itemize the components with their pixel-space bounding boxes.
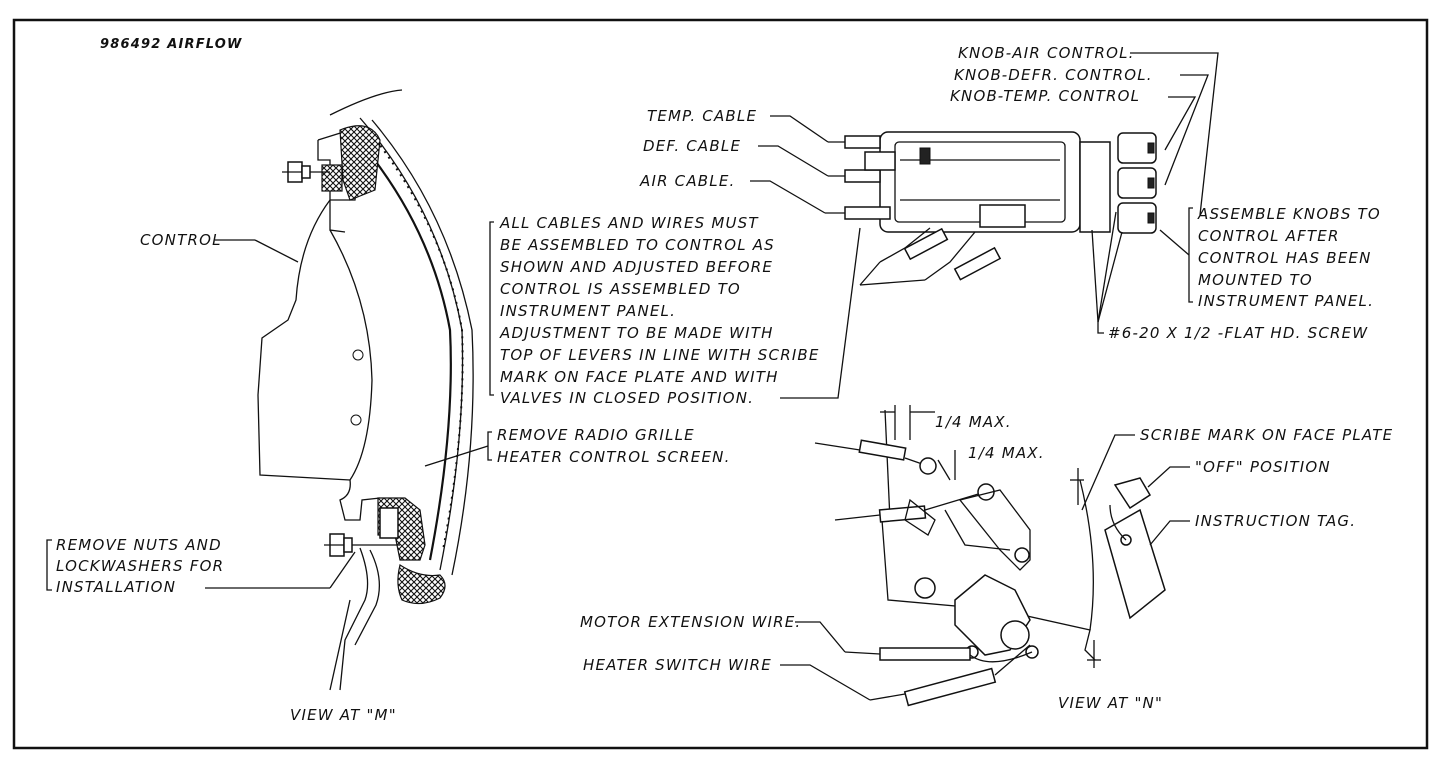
- remove-grille-line-2: HEATER CONTROL SCREEN.: [497, 448, 731, 466]
- instruction-line-3: SHOWN AND ADJUSTED BEFORE: [500, 258, 773, 276]
- drawing-border: [12, 18, 1429, 750]
- max-label-2: 1/4 MAX.: [968, 444, 1045, 462]
- scribe-mark-label: SCRIBE MARK ON FACE PLATE: [1140, 426, 1393, 444]
- max-label-1: 1/4 MAX.: [935, 413, 1012, 431]
- instruction-line-7: TOP OF LEVERS IN LINE WITH SCRIBE: [500, 346, 820, 364]
- assemble-knobs-line-4: MOUNTED TO: [1198, 271, 1313, 289]
- knob-air-label: KNOB-AIR CONTROL.: [958, 44, 1135, 62]
- instruction-line-4: CONTROL IS ASSEMBLED TO: [500, 280, 741, 298]
- off-position-label: "OFF" POSITION: [1195, 458, 1331, 476]
- motor-wire-label: MOTOR EXTENSION WIRE.: [580, 613, 801, 631]
- knob-temp-label: KNOB-TEMP. CONTROL: [950, 87, 1140, 105]
- view-m-caption: VIEW AT "M": [290, 706, 397, 724]
- knob-defr-label: KNOB-DEFR. CONTROL.: [954, 66, 1153, 84]
- assemble-knobs-line-5: INSTRUMENT PANEL.: [1198, 292, 1374, 310]
- remove-grille-line-1: REMOVE RADIO GRILLE: [497, 426, 695, 444]
- control-label: CONTROL: [140, 231, 222, 249]
- heater-wire-label: HEATER SWITCH WIRE: [583, 656, 772, 674]
- view-n-caption: VIEW AT "N": [1058, 694, 1163, 712]
- document-id: 986492 AIRFLOW: [100, 37, 243, 52]
- instruction-line-8: MARK ON FACE PLATE AND WITH: [500, 368, 779, 386]
- instruction-line-5: INSTRUMENT PANEL.: [500, 302, 676, 320]
- temp-cable-label: TEMP. CABLE: [647, 107, 757, 125]
- instruction-line-6: ADJUSTMENT TO BE MADE WITH: [499, 324, 774, 342]
- remove-nuts-line-2: LOCKWASHERS FOR: [56, 557, 224, 575]
- view-n-drawing: [814, 405, 1166, 707]
- air-cable-label: AIR CABLE.: [639, 172, 736, 190]
- remove-nuts-line-1: REMOVE NUTS AND: [56, 536, 222, 554]
- screw-label: #6-20 X 1/2 -FLAT HD. SCREW: [1108, 324, 1368, 342]
- instruction-tag-label: INSTRUCTION TAG.: [1195, 512, 1356, 530]
- view-m-drawing: [257, 89, 474, 691]
- assemble-knobs-line-2: CONTROL AFTER: [1198, 227, 1340, 245]
- instruction-line-9: VALVES IN CLOSED POSITION.: [500, 389, 754, 407]
- remove-nuts-line-3: INSTALLATION: [56, 578, 176, 596]
- assemble-knobs-line-3: CONTROL HAS BEEN: [1198, 249, 1372, 267]
- instruction-line-1: ALL CABLES AND WIRES MUST: [499, 214, 759, 232]
- assemble-knobs-line-1: ASSEMBLE KNOBS TO: [1197, 205, 1381, 223]
- instruction-line-2: BE ASSEMBLED TO CONTROL AS: [500, 236, 775, 254]
- def-cable-label: DEF. CABLE: [643, 137, 741, 155]
- control-assembly-drawing: [825, 131, 1157, 281]
